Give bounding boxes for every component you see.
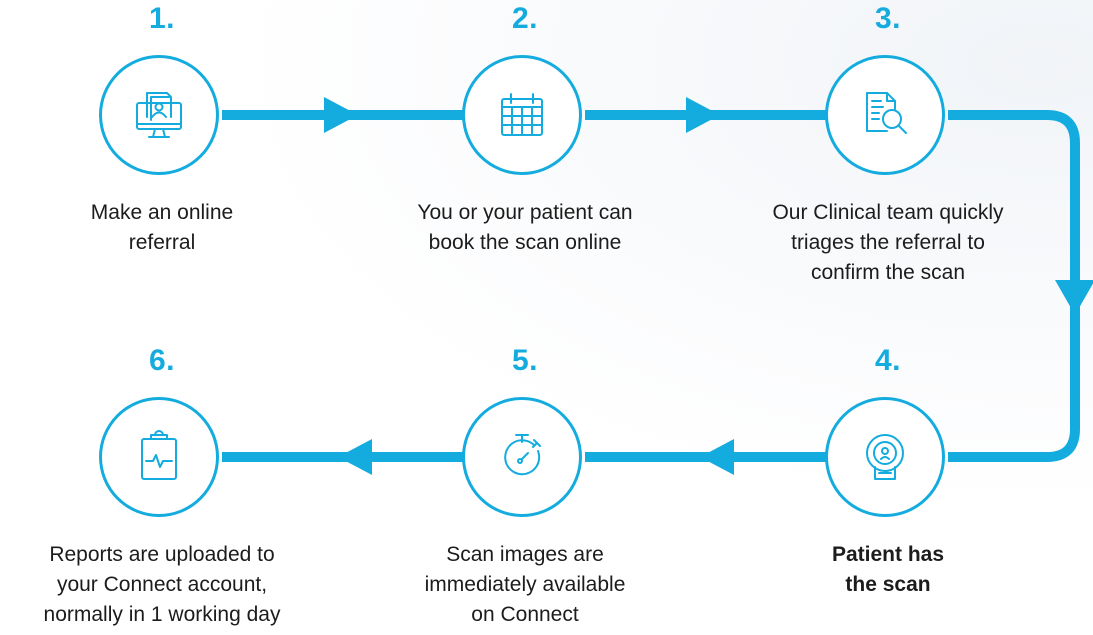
step-number: 2. (511, 2, 539, 35)
step-icon-circle (462, 397, 582, 517)
step-icon-circle (99, 397, 219, 517)
step-number: 6. (148, 344, 176, 377)
arrowhead-3-4 (1055, 280, 1093, 315)
calendar-icon (501, 93, 543, 136)
arrowhead-2-3 (686, 97, 720, 133)
step-caption: Reports are uploaded to your Connect acc… (43, 543, 281, 626)
step-caption: Make an online referral (90, 201, 234, 254)
step-icon-circle (825, 55, 945, 175)
step-number: 4. (874, 344, 902, 377)
step-number: 1. (148, 2, 176, 35)
arrowhead-1-2 (324, 97, 358, 133)
step-caption: Patient has the scan (831, 543, 945, 596)
arrowhead-5-6 (338, 439, 372, 475)
step-icon-circle (99, 55, 219, 175)
scanner-icon (866, 434, 904, 480)
step-caption: You or your patient can book the scan on… (417, 201, 633, 254)
step-caption: Our Clinical team quickly triages the re… (772, 201, 1004, 284)
step-icon-circle (825, 397, 945, 517)
clipboard-heartbeat-icon (141, 430, 177, 480)
arrowhead-4-5 (700, 439, 734, 475)
step-icon-circle (462, 55, 582, 175)
step-caption: Scan images are immediately available on… (424, 543, 626, 626)
step-number: 3. (874, 2, 902, 35)
step-number: 5. (511, 344, 539, 377)
document-search-icon (866, 92, 907, 134)
stopwatch-icon (504, 434, 541, 476)
computer-referral-icon (136, 92, 182, 138)
